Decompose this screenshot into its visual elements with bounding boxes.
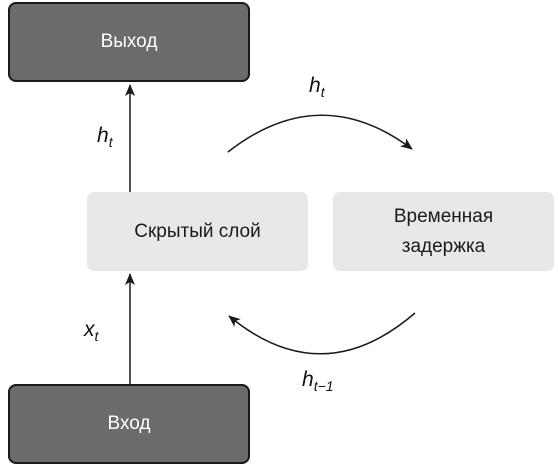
t-subscript: t <box>108 134 113 150</box>
hidden-layer-box: Скрытый слой <box>87 192 308 271</box>
previous-hidden-state-label: ht−1 <box>302 368 334 394</box>
input-vector-label: xt <box>84 318 99 344</box>
h-symbol: h <box>97 124 109 147</box>
output-box: Выход <box>8 2 250 82</box>
hidden-state-output-label: ht <box>97 124 113 150</box>
hidden-layer-label: Скрытый слой <box>134 220 261 242</box>
input-box: Вход <box>8 384 250 464</box>
t-minus-1-subscript: t−1 <box>313 378 334 394</box>
arrow-hidden-to-delay <box>227 114 413 153</box>
time-delay-line1: Временная <box>393 205 494 227</box>
h-symbol: h <box>302 368 314 391</box>
input-label: Вход <box>107 413 151 434</box>
time-delay-line2: задержка <box>401 235 486 257</box>
time-delay-box: Временная задержка <box>333 192 554 271</box>
arrow-delay-to-hidden <box>228 312 416 355</box>
t-subscript: t <box>320 84 325 100</box>
time-delay-label: Временная задержка <box>394 202 493 262</box>
t-subscript: t <box>94 328 99 344</box>
h-symbol: h <box>309 74 321 97</box>
output-label: Выход <box>100 31 158 52</box>
x-symbol: x <box>84 318 95 341</box>
hidden-state-to-delay-label: ht <box>309 74 325 100</box>
